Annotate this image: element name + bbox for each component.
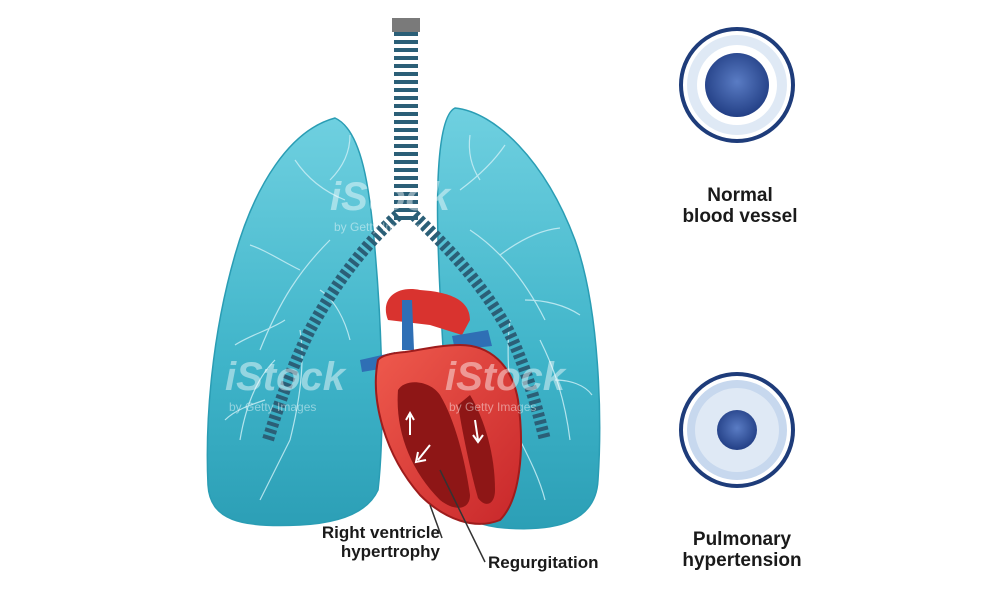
label-right-ventricle-hypertrophy: Right ventricle hypertrophy bbox=[300, 523, 440, 561]
regurgitation-leader-line bbox=[439, 469, 486, 563]
label-regurgitation-text: Regurgitation bbox=[488, 553, 599, 572]
label-regurgitation: Regurgitation bbox=[488, 553, 599, 573]
normal-vessel-cross-section bbox=[679, 27, 795, 143]
heart-arrow-1 bbox=[405, 410, 415, 435]
right-bronchus bbox=[409, 210, 551, 442]
rvh-leader-line bbox=[429, 504, 443, 539]
label-normal-line1: Normal bbox=[707, 185, 773, 206]
heart-arrow-3 bbox=[472, 419, 484, 444]
heart bbox=[360, 289, 522, 525]
label-normal-blood-vessel: Normal blood vessel bbox=[660, 185, 820, 228]
left-lung bbox=[206, 117, 383, 527]
heart-arrow-2 bbox=[414, 444, 431, 464]
label-rvh-line2: hypertrophy bbox=[340, 541, 440, 561]
left-lung-vessels bbox=[224, 134, 351, 501]
pulmonary-hypertension-cross-section bbox=[679, 372, 795, 488]
label-pulmonary-hypertension: Pulmonary hypertension bbox=[662, 529, 822, 572]
label-pulmonary-line2: hypertension bbox=[682, 549, 802, 571]
label-normal-line2: blood vessel bbox=[682, 205, 798, 227]
trachea bbox=[394, 30, 418, 220]
label-rvh-line1: Right ventricle bbox=[321, 523, 440, 542]
label-pulmonary-line1: Pulmonary bbox=[692, 529, 792, 550]
left-ventricle-chamber bbox=[458, 395, 495, 504]
right-ventricle-chamber bbox=[397, 382, 470, 508]
superior-vena-cava bbox=[402, 300, 414, 350]
trachea-top bbox=[392, 18, 420, 32]
